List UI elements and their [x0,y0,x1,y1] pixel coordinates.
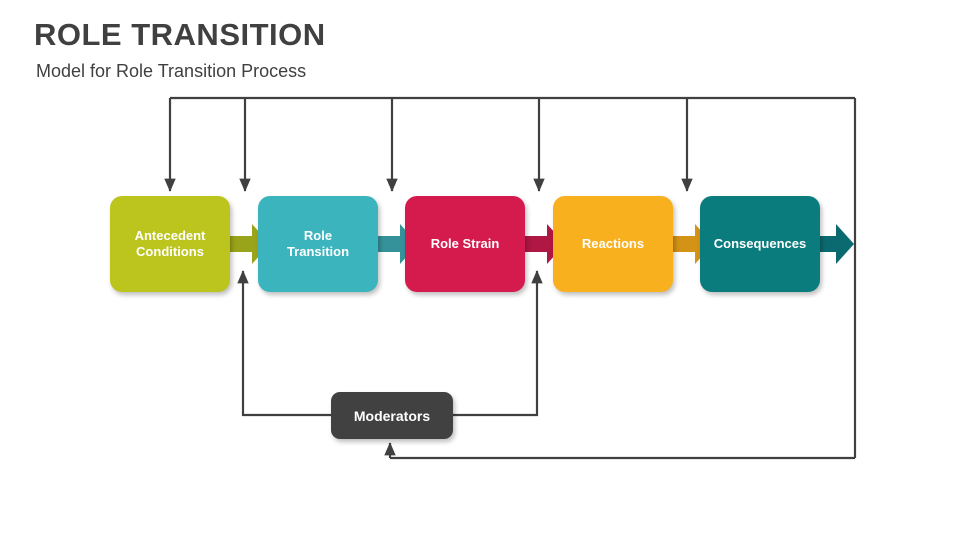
stage-label-line1: Consequences [713,235,807,251]
stage-box-consequences[interactable]: Consequences [700,196,820,292]
page-title: ROLE TRANSITION [34,17,326,52]
stage-box-reactions[interactable]: Reactions [553,196,673,292]
stage-label-line2: Transition [286,244,350,259]
flow-arrow-consequences-output [818,224,860,264]
moderators-label: Moderators [353,407,431,424]
moderators-right-link [453,270,543,417]
stage-box-role-transition[interactable]: Role Transition [258,196,378,292]
stage-box-role-strain[interactable]: Role Strain [405,196,525,292]
stage-label-line1: Role Strain [430,235,500,251]
page-subtitle: Model for Role Transition Process [36,61,307,81]
stage-label-line2: Conditions [136,244,204,259]
moderators-left-link [237,270,331,417]
stage-label-line1: Reactions [581,235,645,251]
stage-box-antecedent-conditions[interactable]: Antecedent Conditions [110,196,230,292]
moderators-box[interactable]: Moderators [331,392,453,439]
stage-label-line1: Role [303,227,333,243]
stage-label-line1: Antecedent [134,227,206,243]
